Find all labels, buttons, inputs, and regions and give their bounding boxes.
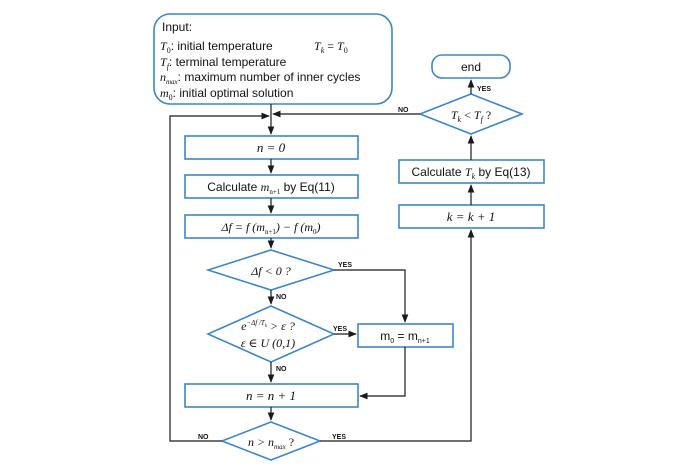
n-max-text: n > nmax ? (248, 435, 294, 451)
svg-text:Δf < 0 ?: Δf < 0 ? (250, 264, 290, 278)
m-assign-box: m0 = mn+1 (357, 323, 454, 348)
label-tk-yes: YES (477, 86, 491, 93)
n-max-decision: n > nmax ? (219, 421, 323, 461)
metropolis-line-2: ε ∈ U (0,1) (241, 336, 295, 350)
input-t0-line: T0: initial temperature (160, 39, 273, 55)
input-nmax-line: nmax: maximum number of inner cycles (160, 70, 360, 86)
edge-assign-to-n-update (359, 347, 406, 400)
connectors (169, 79, 475, 442)
input-heading: Input: (162, 20, 192, 34)
tk-less-tf-text: Tk < Tf ? (451, 108, 491, 124)
n-zero-box: n = 0 (184, 135, 359, 160)
calculate-tk-text: Calculate Tk by Eq(13) (412, 165, 531, 181)
m-assign-text: m0 = mn+1 (380, 329, 430, 345)
calculate-m-box: Calculate mn+1 by Eq(11) (184, 174, 359, 199)
k-update-box: k = k + 1 (398, 204, 545, 229)
calculate-tk-box: Calculate Tk by Eq(13) (398, 159, 545, 184)
svg-text:end: end (461, 60, 481, 74)
delta-f-box: Δf = f (mn+1) − f (m0) (184, 214, 359, 239)
delta-f-text: Δf = f (mn+1) − f (m0) (220, 220, 320, 236)
end-terminal: end (431, 54, 511, 79)
edge-nmax-yes-to-k-update (320, 229, 475, 442)
input-tf-line: Tf: terminal temperature (160, 55, 287, 71)
svg-text:n = n + 1: n = n + 1 (246, 388, 296, 403)
edge-nmax-no-to-loop (169, 112, 270, 442)
delta-f-decision: Δf < 0 ? (205, 249, 337, 291)
label-tk-no: NO (398, 107, 409, 114)
tk-less-tf-decision: Tk < Tf ? (417, 93, 525, 135)
input-box: Input: T0: initial temperature Tk = T0 T… (153, 13, 393, 105)
n-update-box: n = n + 1 (184, 383, 359, 408)
label-metropolis-no: NO (276, 366, 287, 373)
edge-df-yes-to-assign (334, 269, 409, 323)
metropolis-line-1: e−Δf /Tk > ε ? (241, 319, 295, 333)
svg-text:n = 0: n = 0 (257, 140, 286, 155)
label-df-yes: YES (338, 262, 352, 269)
calculate-m-text: Calculate mn+1 by Eq(11) (207, 180, 334, 196)
input-m0-line: m0: initial optimal solution (160, 86, 293, 102)
label-metropolis-yes: YES (333, 326, 347, 333)
label-nmax-yes: YES (332, 434, 346, 441)
label-df-no: NO (276, 294, 287, 301)
svg-text:k = k + 1: k = k + 1 (447, 209, 496, 224)
label-nmax-no: NO (198, 434, 209, 441)
metropolis-decision: e−Δf /Tk > ε ? ε ∈ U (0,1) (206, 305, 336, 363)
input-tk-equals-t0: Tk = T0 (314, 39, 348, 55)
